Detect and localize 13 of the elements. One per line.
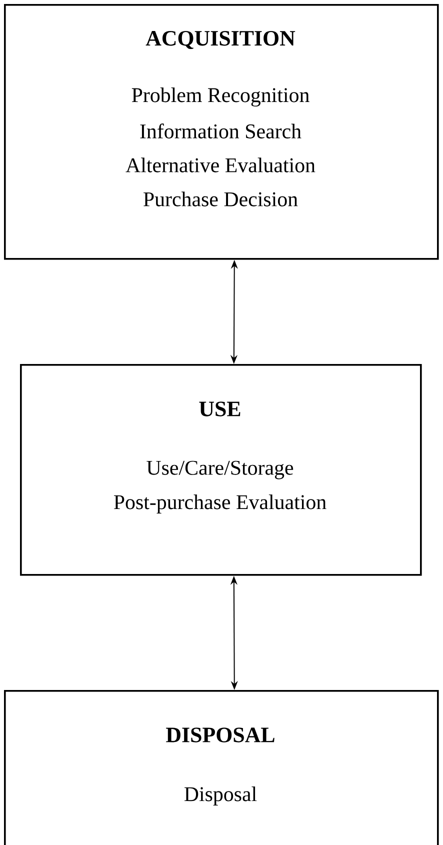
heading-text: DISPOSAL [166,728,274,742]
heading-text: USE [199,402,240,416]
heading-text: ACQUISITION [146,30,296,50]
stage-box [4,4,439,260]
stage-text: Use/Care/Storage [146,460,294,480]
stage-text: Purchase Decision [144,192,298,206]
stage-text: Problem Recognition [132,88,310,107]
stage-box [20,364,422,576]
stage-text: Alternative Evaluation [126,158,316,172]
stage-text: Information Search [140,124,302,138]
stage-box [4,690,439,845]
stage-text: Disposal [184,786,257,806]
stage-text: Post-purchase Evaluation [114,494,326,514]
